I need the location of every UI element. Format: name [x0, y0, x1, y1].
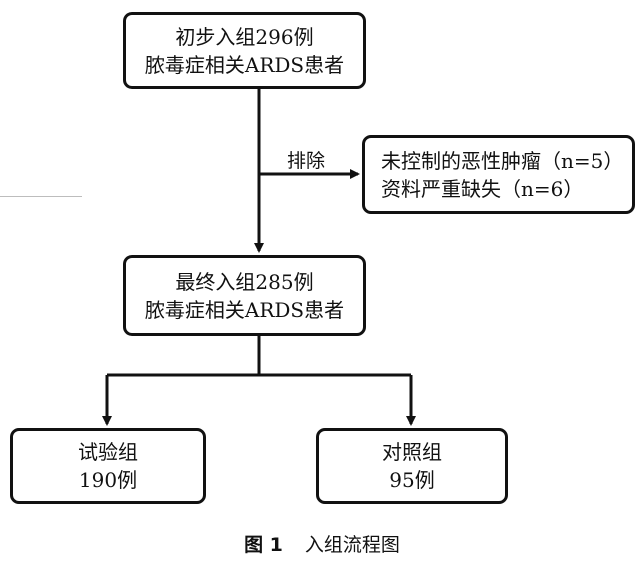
box-initial-enrollment: 初步入组296例 脓毒症相关ARDS患者	[123, 12, 366, 89]
exclude-line2: 资料严重缺失（n=6）	[381, 176, 584, 201]
initial-line2: 脓毒症相关ARDS患者	[144, 52, 345, 77]
control-line1: 对照组	[382, 440, 442, 464]
caption-number: 图 1	[244, 534, 283, 556]
initial-line1: 初步入组296例	[175, 24, 314, 49]
box-control-group: 对照组 95例	[316, 428, 508, 504]
box-final-enrollment: 最终入组285例 脓毒症相关ARDS患者	[123, 255, 366, 336]
caption-title: 入组流程图	[304, 534, 400, 556]
test-line1: 试验组	[78, 440, 138, 464]
box-exclusion: 未控制的恶性肿瘤（n=5） 资料严重缺失（n=6）	[362, 135, 635, 214]
control-line2: 95例	[389, 468, 435, 492]
exclude-label: 排除	[287, 150, 326, 172]
test-line2: 190例	[78, 468, 138, 492]
final-line2: 脓毒症相关ARDS患者	[144, 297, 345, 322]
box-test-group: 试验组 190例	[10, 428, 206, 504]
figure-caption: 图 1 入组流程图	[0, 530, 644, 557]
final-line1: 最终入组285例	[175, 269, 314, 294]
exclude-line1: 未控制的恶性肿瘤（n=5）	[381, 148, 624, 173]
faint-divider	[0, 196, 82, 197]
